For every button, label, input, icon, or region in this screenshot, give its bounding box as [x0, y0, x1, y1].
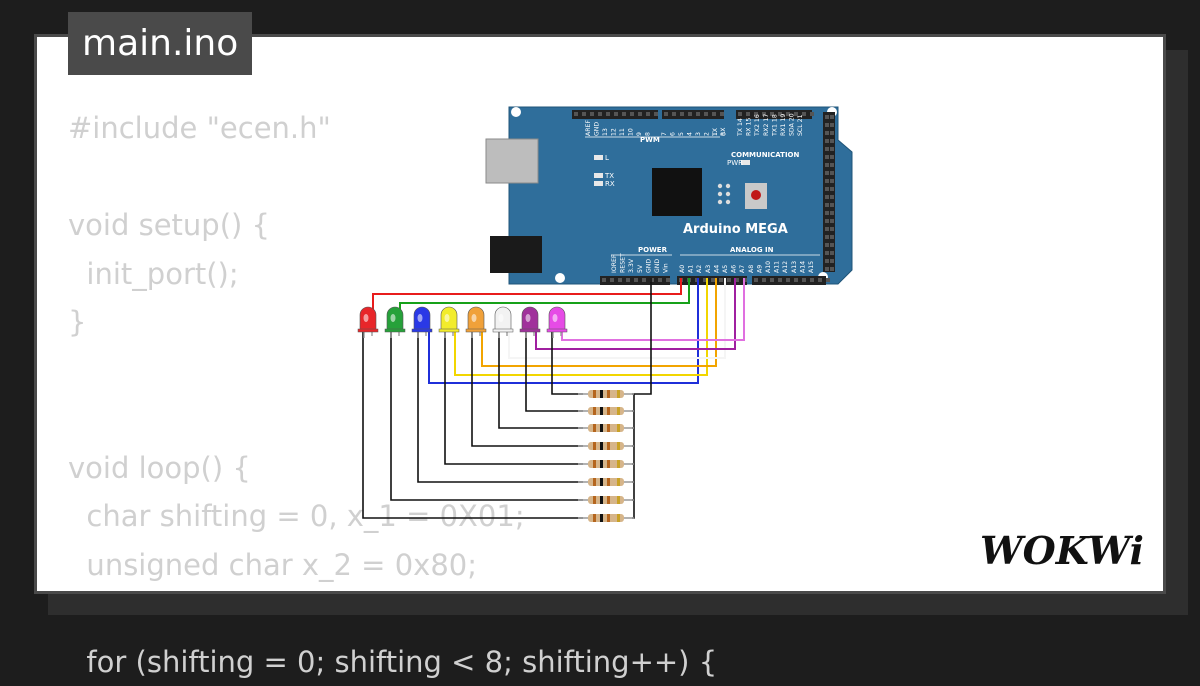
resistor[interactable]: [578, 460, 634, 468]
wokwi-logo: WOKWi: [978, 528, 1150, 576]
pin-label: 10: [628, 128, 635, 136]
resistor[interactable]: [578, 407, 634, 415]
led-green[interactable]: [385, 307, 405, 338]
wokwi-logo-text: WOKWi: [980, 528, 1144, 573]
power-pin-label: RESET: [620, 253, 627, 273]
pin-label: GND: [594, 122, 601, 136]
analog-pin-label: A1: [688, 265, 695, 273]
power-pin-label: GND: [645, 259, 652, 273]
board-name: Arduino MEGA: [683, 222, 788, 237]
led-label-tx: TX: [604, 172, 614, 180]
power-pin-label: GND: [654, 259, 661, 273]
analog-pin-label: A11: [774, 261, 781, 273]
resistor[interactable]: [578, 478, 634, 486]
analog-pin-label: A12: [782, 261, 789, 273]
pwr-label: PWR: [727, 159, 743, 167]
communication-label: COMMUNICATION: [731, 151, 800, 159]
pin-label: 4: [687, 132, 694, 136]
pin-label: SDA 20: [789, 113, 796, 136]
pin-label: RX: [720, 127, 727, 136]
led-red[interactable]: [358, 307, 378, 338]
pin-label: 3: [695, 132, 702, 136]
pin-label: TX1 18: [771, 114, 778, 137]
usb-port: [486, 139, 538, 183]
mcu-chip: [652, 168, 702, 216]
analog-pin-label: A15: [808, 261, 815, 273]
analog-pin-label: A3: [705, 265, 712, 273]
analog-label: ANALOG IN: [730, 246, 774, 254]
analog-pin-label: A8: [748, 265, 755, 273]
analog-pin-label: A13: [791, 261, 798, 273]
led-label-rx: RX: [605, 180, 615, 188]
pin-label: 7: [661, 132, 668, 136]
analog-pin-label: A6: [731, 265, 738, 273]
resistors: [578, 390, 634, 522]
analog-pin-label: A4: [713, 265, 720, 273]
power-label: POWER: [638, 246, 668, 254]
pin-label: RX2 17: [763, 114, 770, 136]
pin-label: 12: [611, 128, 618, 136]
resistor[interactable]: [578, 442, 634, 450]
pin-label: TX 14: [737, 118, 744, 137]
analog-pin-label: A5: [722, 265, 729, 273]
pin-label: 11: [619, 128, 626, 136]
led-label-l: L: [605, 154, 609, 162]
pin-label: TX2 16: [754, 114, 761, 137]
analog-pin-label: A7: [739, 265, 746, 273]
resistor[interactable]: [578, 496, 634, 504]
pin-label: 13: [602, 128, 609, 136]
power-pin-label: Vin: [663, 263, 670, 273]
pin-label: AREF: [585, 120, 592, 136]
pin-label: 2: [704, 132, 711, 136]
resistor[interactable]: [578, 514, 634, 522]
code-line: for (shifting = 0; shifting < 8; shiftin…: [68, 638, 717, 686]
pin-label: RX1 19: [780, 114, 787, 136]
pin-label: TX: [712, 127, 719, 137]
pin-label: SCL 21: [797, 114, 804, 136]
pin-label: 5: [678, 132, 685, 136]
led-pink[interactable]: [547, 307, 567, 338]
pin-label: 6: [670, 132, 677, 136]
analog-pin-label: A9: [756, 265, 763, 273]
analog-pin-label: A0: [679, 265, 686, 273]
analog-pin-label: A14: [799, 261, 806, 273]
power-pin-label: IOREF: [611, 254, 618, 273]
analog-pin-label: A2: [696, 265, 703, 273]
resistor[interactable]: [578, 390, 634, 398]
pin-label: RX 15: [746, 118, 753, 136]
power-jack: [490, 236, 542, 273]
resistor[interactable]: [578, 424, 634, 432]
power-pin-label: 5V: [637, 264, 644, 273]
power-pin-label: 3.3V: [628, 258, 635, 273]
analog-pin-label: A10: [765, 261, 772, 273]
